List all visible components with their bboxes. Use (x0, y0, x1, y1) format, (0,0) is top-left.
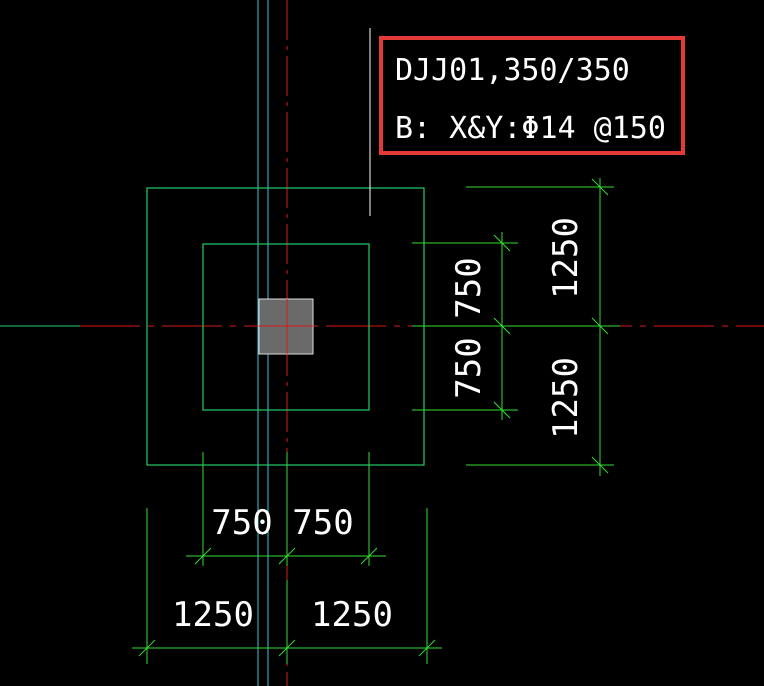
dim-bottom-inner-right: 750 (292, 503, 353, 543)
dim-bottom-outer-right: 1250 (311, 595, 393, 635)
right-dimensions (412, 178, 620, 476)
dim-bottom-outer-left: 1250 (172, 595, 254, 635)
footing-label: DJJ01,350/350 (395, 53, 630, 88)
dim-bottom-inner-left: 750 (211, 503, 272, 543)
dim-right-outer-lower: 1250 (546, 357, 586, 439)
dim-right-outer-upper: 1250 (546, 217, 586, 299)
footing-inner-step (202, 243, 370, 411)
bottom-dimensions (132, 452, 442, 664)
highlight-box (379, 36, 685, 155)
footing-annotation[interactable]: DJJ01,350/350 B: X&Y:Φ14 @150 (379, 36, 685, 155)
dim-right-inner-upper: 750 (449, 257, 489, 318)
dim-right-inner-lower: 750 (449, 337, 489, 398)
reinforcement-label: B: X&Y:Φ14 @150 (395, 111, 666, 146)
